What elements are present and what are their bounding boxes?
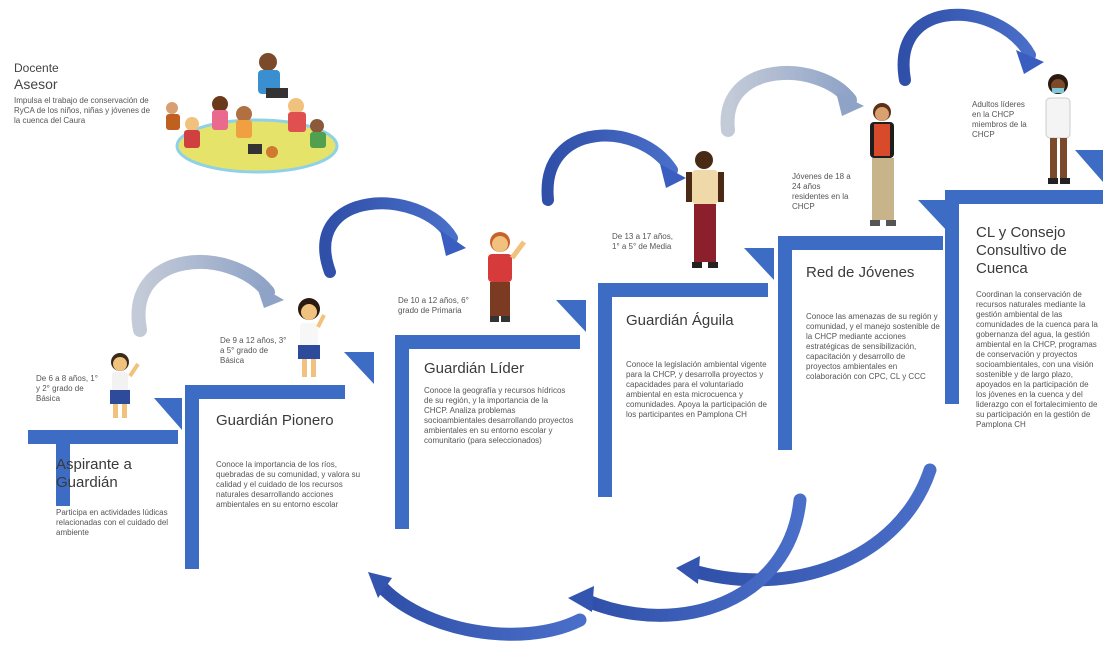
stair-corner-6 xyxy=(1075,150,1103,182)
arrow-step2-to-step3 xyxy=(319,197,466,278)
return-arrow-left xyxy=(368,572,587,641)
arrow-step4-to-step5 xyxy=(720,66,864,137)
step3-desc: Conoce la geografía y recursos hídricos … xyxy=(424,386,574,445)
stair-corner-2 xyxy=(344,352,374,384)
step4-age-label: De 13 a 17 años, 1° a 5° de Media xyxy=(612,232,673,251)
arrow-step3-to-step4 xyxy=(541,129,686,206)
step4-desc: Conoce la legislación ambiental vigente … xyxy=(626,360,767,419)
young-man-illustration xyxy=(870,103,896,226)
boy-illustration xyxy=(488,232,526,322)
step2-desc: Conoce la importancia de los ríos, quebr… xyxy=(216,460,361,509)
child-girl-1-illustration xyxy=(110,353,140,418)
advisor-illustration xyxy=(166,53,339,174)
advisor-block: Docente Asesor Impulsa el trabajo de con… xyxy=(14,60,164,126)
step1-desc: Participa en actividades lúdicas relacio… xyxy=(56,508,169,537)
return-arrow-middle xyxy=(568,493,807,622)
step4-title: Guardián Águila xyxy=(626,312,734,329)
step6-title: CL y Consejo Consultivo de Cuenca xyxy=(976,224,1067,277)
step1-age-label: De 6 a 8 años, 1° y 2° grado de Básica xyxy=(36,374,98,403)
step6-age-label: Adultos líderes en la CHCP miembros de l… xyxy=(972,100,1027,139)
return-arrow-right xyxy=(676,463,937,587)
advisor-title-line2: Asesor xyxy=(14,76,58,92)
step5-title: Red de Jóvenes xyxy=(806,264,915,281)
step3-title: Guardián Líder xyxy=(424,360,525,377)
advisor-title-line1: Docente xyxy=(14,61,59,75)
step5-desc: Conoce las amenazas de su región y comun… xyxy=(806,312,940,381)
arrow-step5-to-step6 xyxy=(897,8,1044,86)
arrow-step1-to-step2 xyxy=(131,255,284,337)
step2-age-label: De 9 a 12 años, 3° a 5° grado de Básica xyxy=(220,336,287,365)
step5-age-label: Jóvenes de 18 a 24 años residentes en la… xyxy=(792,172,851,211)
step3-age-label: De 10 a 12 años, 6° grado de Primaria xyxy=(398,296,469,315)
stair-corner-1 xyxy=(154,398,182,430)
teen-boy-illustration xyxy=(686,151,724,268)
step6-desc: Coordinan la conservación de recursos na… xyxy=(976,290,1098,429)
stair-corner-5 xyxy=(918,200,948,232)
child-girl-2-illustration xyxy=(298,298,326,377)
stair-corner-3 xyxy=(556,300,586,332)
advisor-title: Docente Asesor xyxy=(14,60,164,92)
advisor-text: Impulsa el trabajo de conservación de Ry… xyxy=(14,96,151,125)
step1-title: Aspirante a Guardián xyxy=(56,456,132,491)
stair-corner-4 xyxy=(744,248,774,280)
step2-title: Guardián Pionero xyxy=(216,412,334,429)
adult-woman-illustration xyxy=(1045,74,1071,184)
